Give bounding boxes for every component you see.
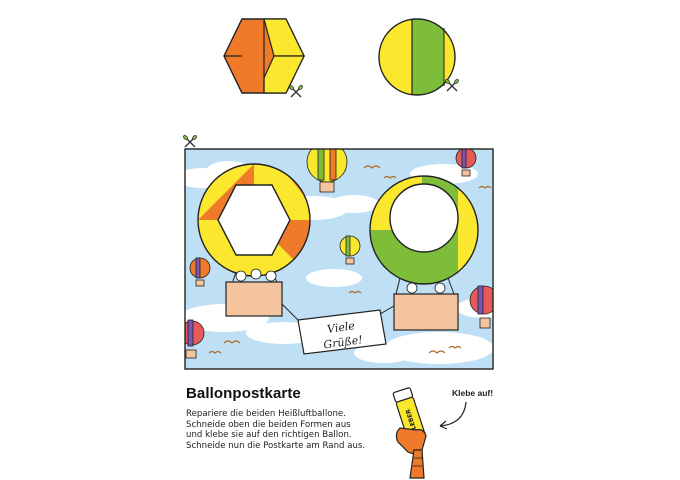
instruction-line: Schneide nun die Postkarte am Rand aus. [186, 440, 366, 451]
instruction-line: Repariere die beiden Heißluftballone. [186, 409, 346, 419]
arrow-icon [439, 401, 467, 430]
instruction-line: Schneide oben die beiden Formen aus [186, 419, 351, 430]
glue-stick-icon: KLEBER [392, 387, 427, 479]
balloon-postcard-illustration [184, 148, 494, 370]
hexagon-cutout-shape [223, 18, 305, 94]
glue-label: Klebe auf! [452, 388, 494, 398]
page-title: Ballonpostkarte [186, 385, 301, 402]
circle-cutout-shape [378, 18, 456, 96]
instructions-text: Repariere die beiden Heißluftballone. Sc… [186, 409, 436, 451]
instruction-line: und klebe sie auf den richtigen Ballon. [186, 430, 352, 441]
scissors-icon [445, 79, 459, 92]
scissors-icon [183, 135, 197, 148]
scissors-icon [289, 85, 303, 98]
